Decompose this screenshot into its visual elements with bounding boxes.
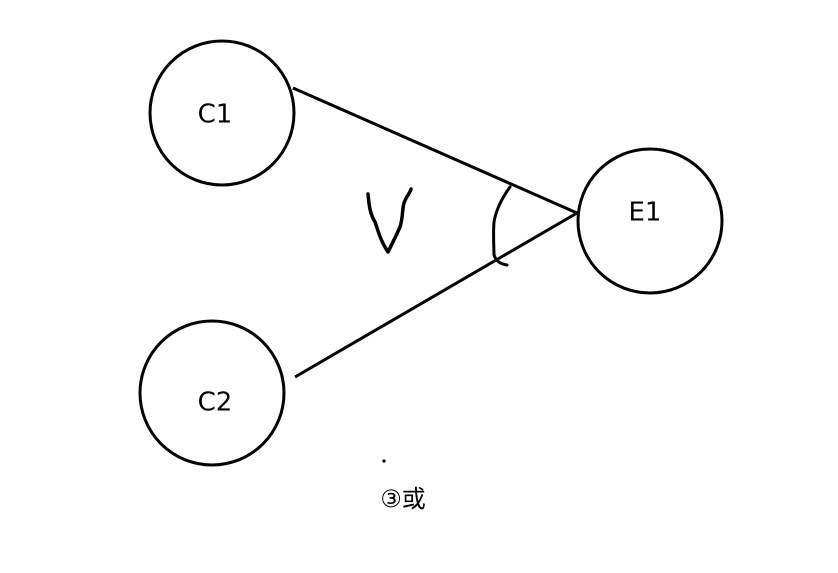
caption-label: ③或: [380, 485, 426, 513]
edge-c1-e1: [292, 86, 578, 215]
node-c2: C2: [138, 319, 286, 467]
edge-c2-e1: [294, 211, 578, 379]
node-c1: C1: [148, 39, 296, 187]
node-c2-circle: [138, 319, 286, 467]
node-e1-circle: [576, 147, 724, 295]
stray-dot: [382, 459, 386, 463]
node-e1-label: E1: [629, 198, 662, 228]
node-c2-label: C2: [198, 388, 233, 418]
angle-arc: [492, 185, 512, 267]
node-e1: E1: [576, 147, 724, 295]
or-operator-handwritten-v: [366, 187, 413, 254]
node-c1-label: C1: [198, 100, 233, 130]
node-c1-circle: [148, 39, 296, 187]
